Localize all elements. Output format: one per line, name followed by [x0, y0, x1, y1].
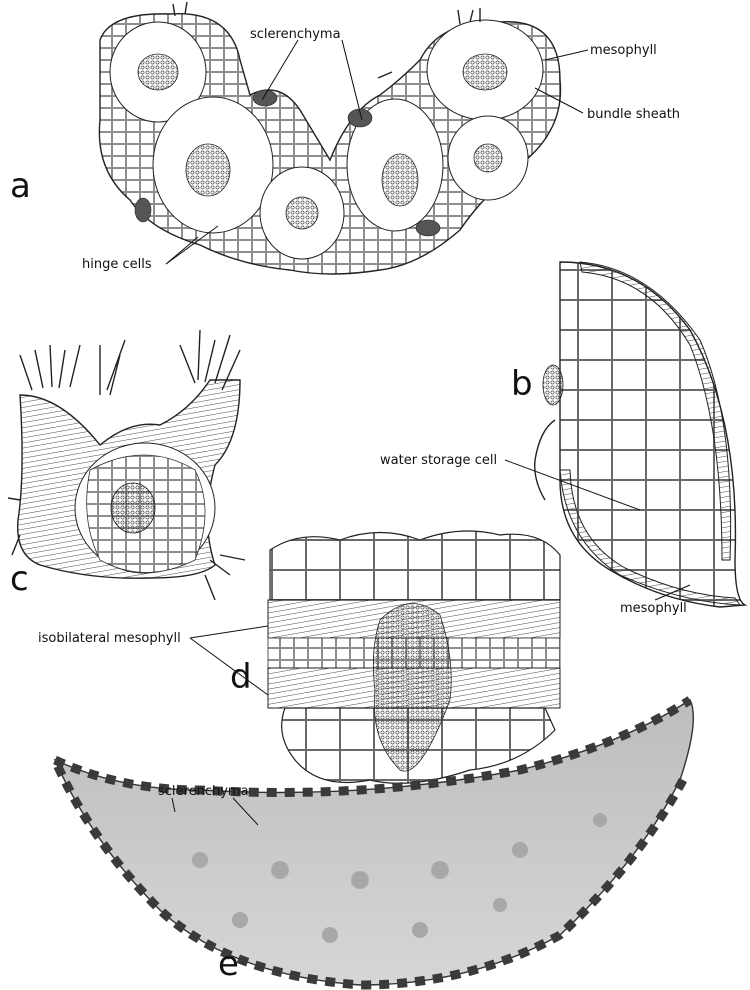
- panel-letter-b: b: [511, 364, 533, 404]
- label-a-hinge-cells: hinge cells: [82, 257, 152, 272]
- panel-letter-a: a: [10, 166, 31, 206]
- label-a-mesophyll: mesophyll: [590, 43, 657, 58]
- label-d-isobilateral-mesophyll: isobilateral mesophyll: [38, 631, 181, 646]
- label-a-bundle-sheath: bundle sheath: [587, 107, 680, 122]
- panel-letter-e: e: [218, 944, 239, 984]
- label-e-sclerenchyma: sclerenchyma: [158, 784, 249, 799]
- panel-c-drawing: [8, 330, 245, 600]
- panel-a-drawing: [99, 2, 560, 274]
- panel-d-drawing: [268, 531, 560, 783]
- label-b-mesophyll: mesophyll: [620, 601, 687, 616]
- panel-letter-c: c: [10, 559, 29, 599]
- panel-b-drawing: [535, 262, 745, 607]
- label-b-water-storage-cell: water storage cell: [380, 453, 497, 468]
- panel-letter-d: d: [230, 657, 252, 697]
- label-a-sclerenchyma: sclerenchyma: [250, 27, 341, 42]
